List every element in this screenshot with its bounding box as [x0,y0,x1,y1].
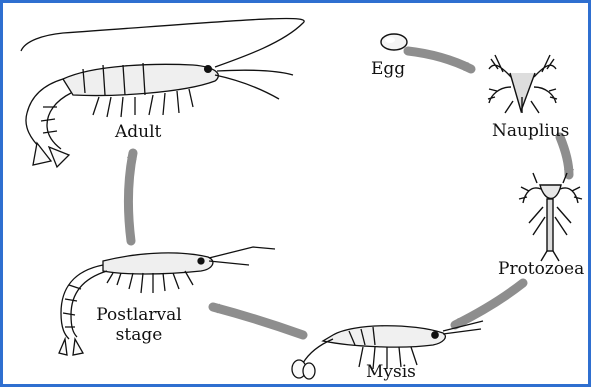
adult-shrimp-illustration [21,18,304,167]
label-mysis: Mysis [366,362,416,382]
label-protozoea: Protozoea [498,259,584,279]
arrow-egg-to-nauplius [408,51,471,69]
arrow-postlarval-to-adult [128,153,133,241]
protozoea-illustration [519,173,582,261]
arrow-protozoea-to-mysis [455,283,523,325]
label-egg: Egg [371,59,405,79]
arrow-mysis-to-postlarval [213,307,303,335]
arrow-nauplius-to-protozoea [560,137,569,175]
nauplius-illustration [488,55,557,113]
label-nauplius: Nauplius [492,121,569,141]
egg-illustration [381,34,407,50]
label-adult: Adult [115,122,161,142]
label-postlarval-stage: Postlarval stage [79,305,199,345]
